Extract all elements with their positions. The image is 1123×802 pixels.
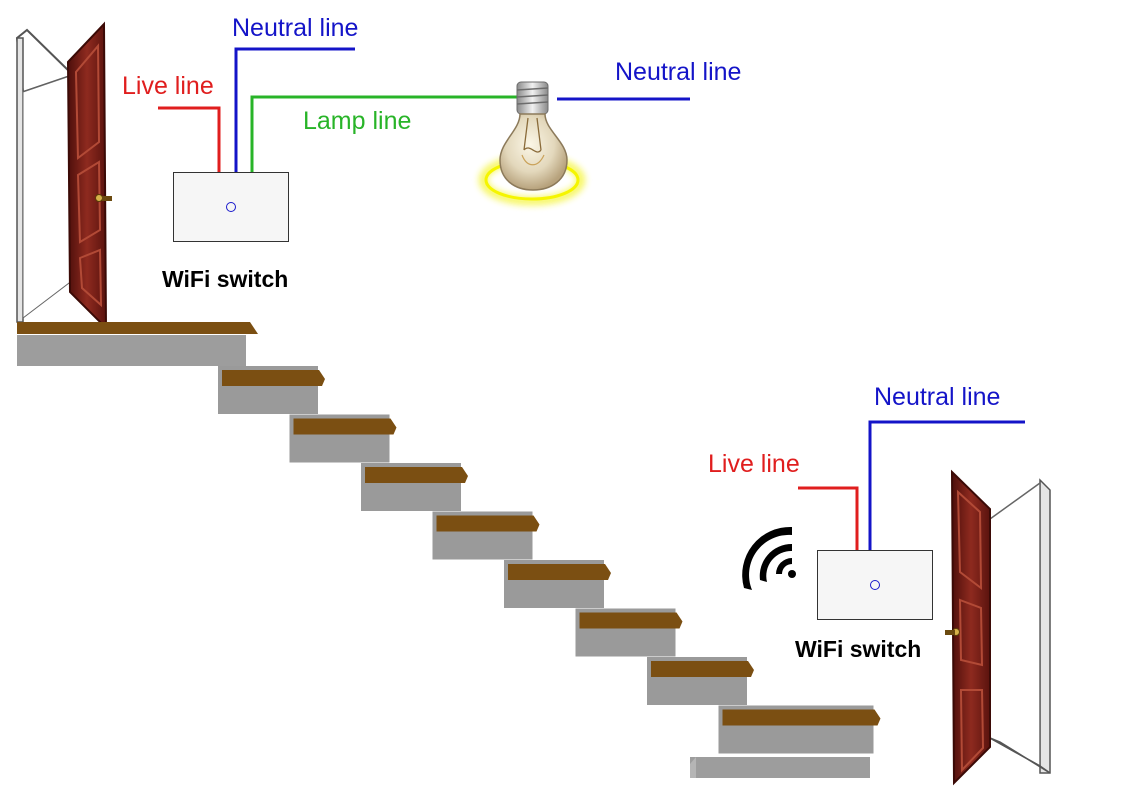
door-icon (15, 21, 112, 331)
neutral-wire-bottom (868, 420, 1025, 550)
indicator-led (870, 580, 880, 590)
wifi-switch-label-bottom: WiFi switch (795, 636, 922, 662)
door-icon (945, 469, 1051, 786)
live-line-label-top: Live line (122, 72, 214, 100)
indicator-led (226, 202, 236, 212)
neutral-line-label-lamp: Neutral line (615, 58, 742, 86)
wifi-switch-label-top: WiFi switch (162, 266, 289, 292)
live-wire-top (158, 106, 221, 172)
stair-tread (579, 612, 683, 629)
neutral-line-label-bottom: Neutral line (874, 383, 1001, 411)
wifi-switch-bottom[interactable] (817, 550, 933, 620)
stair-tread (508, 564, 611, 580)
neutral-line-label-top: Neutral line (232, 14, 359, 42)
stair-tread (365, 467, 468, 483)
wifi-signal-icon (742, 526, 796, 590)
lamp-line-label: Lamp line (303, 107, 412, 135)
lamp-wire (250, 95, 520, 172)
stair-tread (222, 370, 325, 386)
stair-tread (293, 418, 397, 435)
staircase (17, 322, 881, 778)
live-wire-bottom (798, 486, 859, 550)
stair-tread (436, 515, 540, 532)
top-wiring (158, 47, 690, 172)
neutral-wire-top (234, 47, 355, 172)
bottom-wiring (798, 420, 1025, 550)
wifi-switch-top[interactable] (173, 172, 289, 242)
live-line-label-bottom: Live line (708, 450, 800, 478)
stair-tread (722, 709, 881, 726)
stair-tread (651, 661, 754, 677)
light-bulb-icon (480, 81, 584, 204)
